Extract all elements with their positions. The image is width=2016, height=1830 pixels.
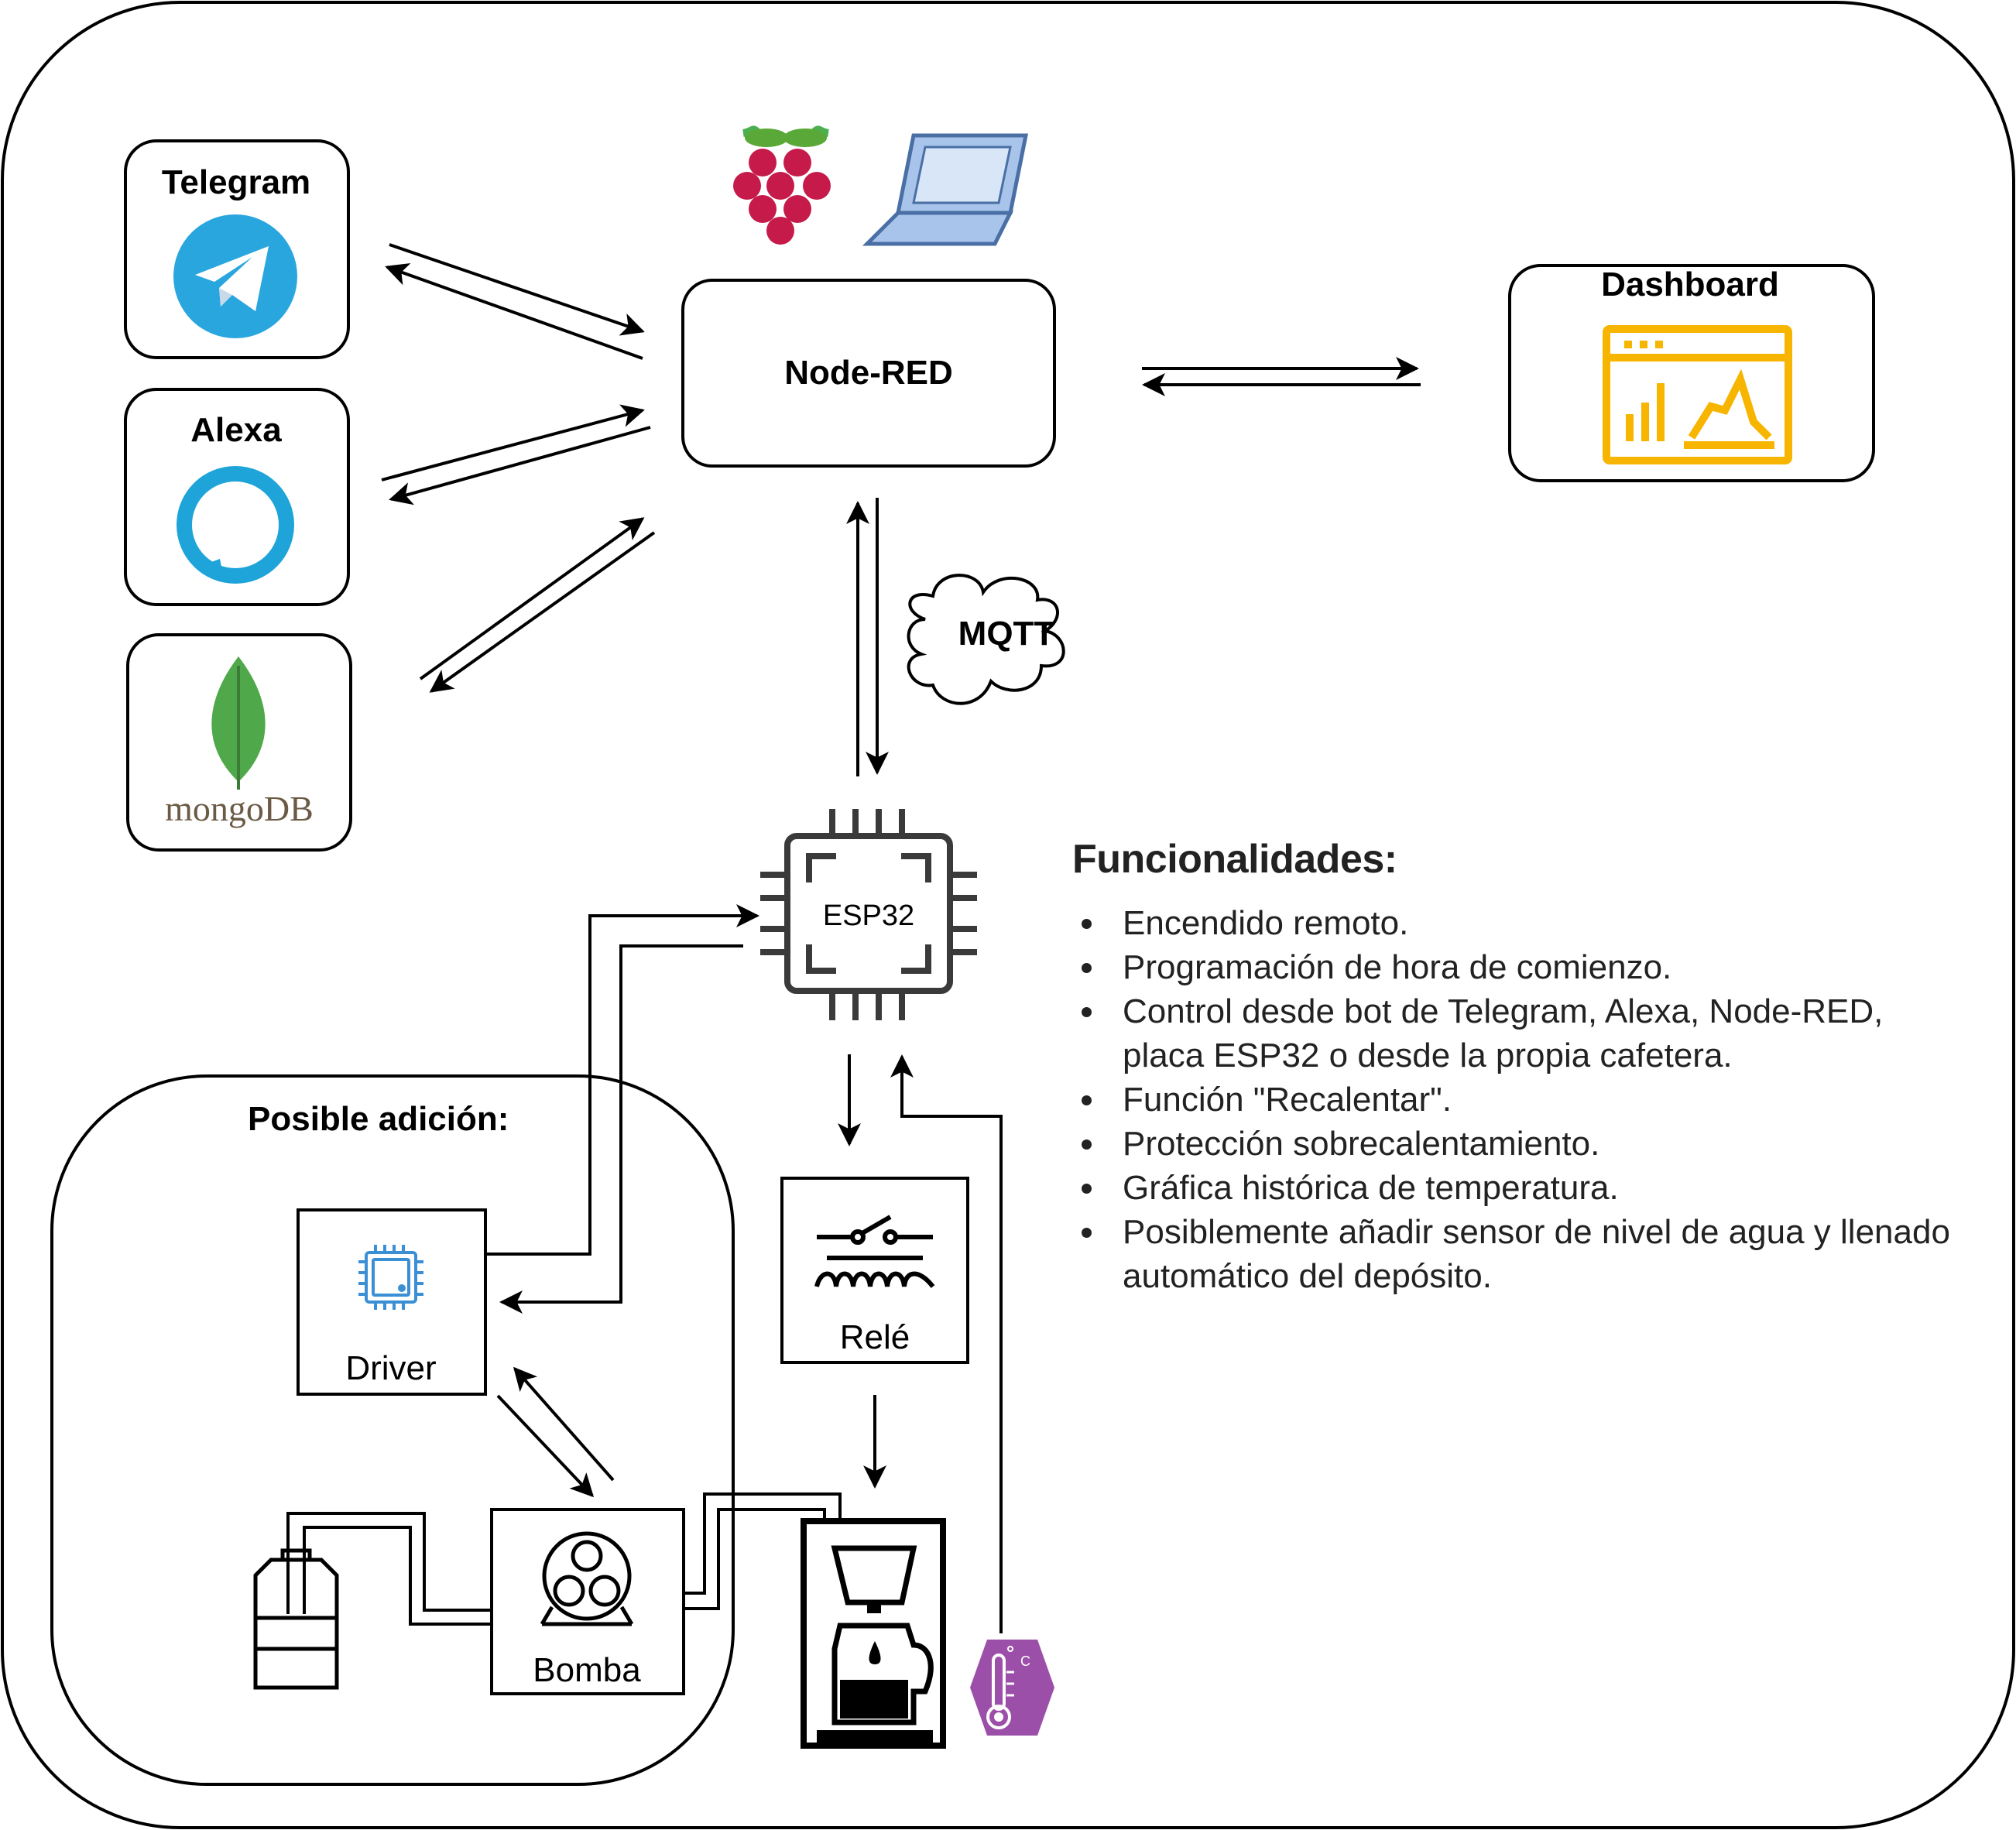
mqtt-label: MQTT [958, 615, 1055, 653]
relay-switch-icon [814, 1215, 935, 1288]
microchip-icon [760, 809, 977, 1020]
features-item: Programación de hora de comienzo. [1107, 945, 1963, 989]
rele-label: Relé [840, 1318, 910, 1356]
alexa-label: Alexa [190, 411, 282, 449]
connectors [381, 243, 1421, 1633]
esp32-label: ESP32 [823, 900, 914, 932]
rele-node[interactable]: Relé [780, 1177, 969, 1364]
water-tank-icon [253, 1548, 339, 1690]
features-item: Función "Recalentar". [1107, 1078, 1963, 1122]
dashboard-node[interactable]: Dashboard [1508, 264, 1875, 482]
arrow-nodered-to-telegram [385, 262, 643, 360]
pump-icon [540, 1531, 634, 1626]
driver-label: Driver [345, 1349, 436, 1387]
mongodb-label: mongoDB [165, 789, 314, 828]
arrow-driver-to-esp32 [486, 904, 759, 1256]
arrow-telegram-to-nodered [389, 243, 645, 336]
features-title: Funcionalidades: [1072, 837, 1397, 882]
features-item: Gráfica histórica de temperatura. [1107, 1166, 1963, 1210]
small-chip-icon [358, 1245, 423, 1310]
bomba-node[interactable]: Bomba [490, 1508, 685, 1695]
telegram-node[interactable]: Telegram [124, 139, 350, 359]
arrow-sensor-to-esp32 [890, 1054, 1003, 1633]
arrow-bomba-to-driver [513, 1366, 615, 1482]
water-pipes [286, 1492, 842, 1626]
arrow-mongodb-to-nodered [419, 517, 645, 680]
alexa-node[interactable]: Alexa [124, 388, 350, 606]
arrow-driver-to-bomba [496, 1394, 595, 1498]
features-panel: Funcionalidades: Encendido remoto. Progr… [1072, 836, 1963, 1298]
possible-addition-container [50, 1074, 735, 1786]
esp32-chip[interactable]: ESP32 [760, 809, 977, 1020]
arrow-nodered-to-mongodb [429, 531, 656, 693]
driver-node[interactable]: Driver [297, 1208, 487, 1396]
arrow-esp32-to-driver [499, 944, 743, 1314]
laptop-icon [862, 133, 1029, 246]
bomba-label: Bomba [533, 1651, 641, 1689]
features-item: Encendido remoto. [1107, 901, 1963, 945]
mongodb-leaf-icon [211, 656, 266, 790]
arrow-nodered-to-alexa [389, 426, 651, 505]
node-red-node[interactable]: Node-RED [681, 279, 1056, 468]
features-item: Protección sobrecalentamiento. [1107, 1122, 1963, 1166]
coffee-maker-icon [801, 1518, 946, 1749]
mongodb-node[interactable]: mongoDB [126, 633, 352, 852]
raspberry-pi-icon [733, 125, 831, 245]
possible-addition-title: Posible adición: [248, 1100, 509, 1138]
dashboard-chart-icon [1603, 325, 1792, 464]
thermometer-sensor-icon: C [970, 1640, 1054, 1736]
svg-text:C: C [1020, 1654, 1030, 1669]
mqtt-cloud: MQTT [907, 574, 1065, 705]
telegram-logo-icon [173, 214, 297, 338]
features-list: Encendido remoto. Programación de hora d… [1072, 901, 1963, 1298]
features-item: Control desde bot de Telegram, Alexa, No… [1107, 989, 1963, 1078]
node-red-label: Node-RED [784, 354, 953, 392]
alexa-ring-icon [177, 466, 294, 584]
arrow-alexa-to-nodered [381, 404, 645, 481]
features-item: Posiblemente añadir sensor de nivel de a… [1107, 1210, 1963, 1298]
telegram-label: Telegram [162, 163, 310, 201]
dashboard-label: Dashboard [1601, 266, 1779, 303]
